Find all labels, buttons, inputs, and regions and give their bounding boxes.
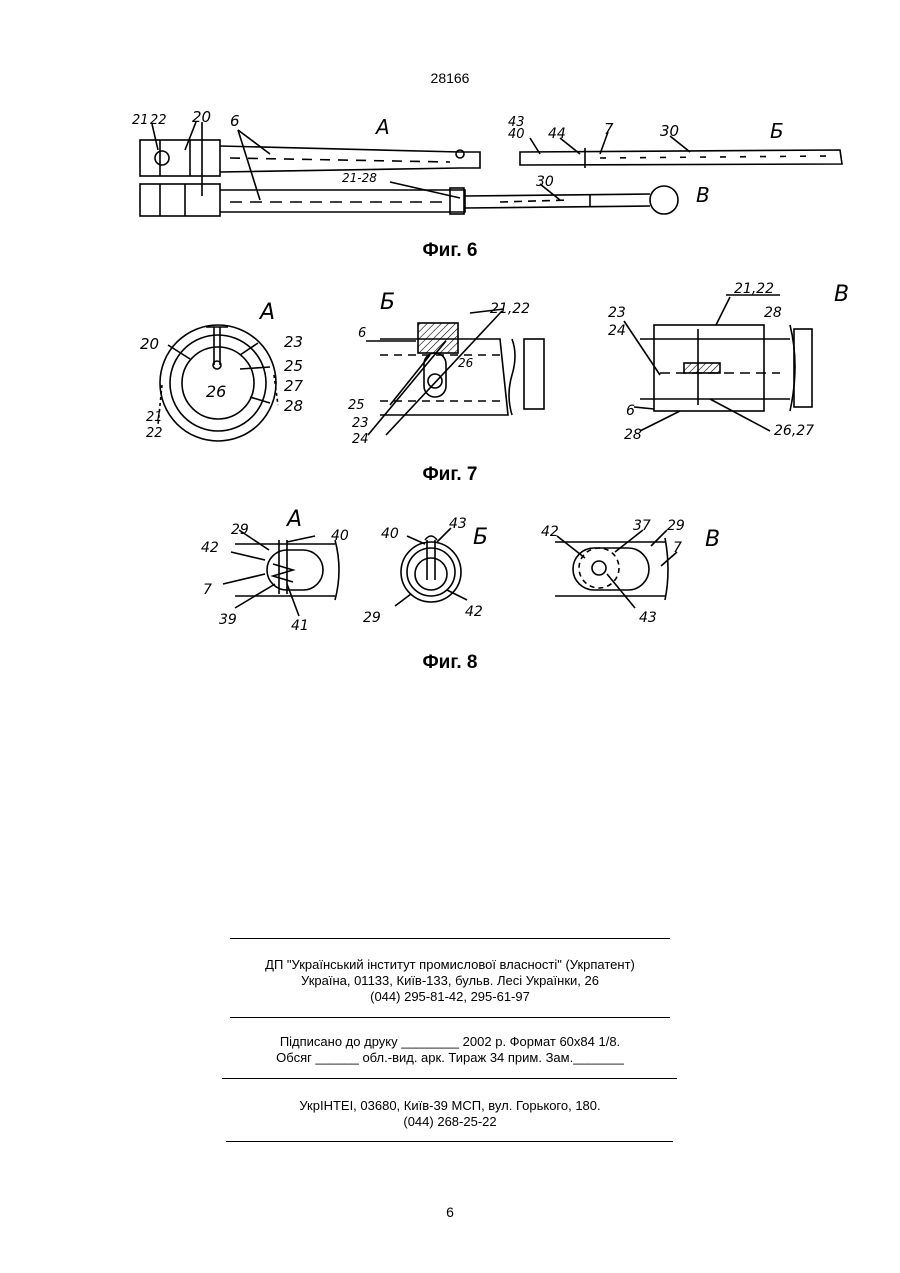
fig7-v-label-28-bottom: 28 xyxy=(624,427,642,443)
fig8-v-label-43: 43 xyxy=(639,610,657,626)
fig7-a-label-25: 25 xyxy=(284,357,303,375)
fig6-label-7: 7 xyxy=(604,120,614,138)
fig7-b-label-26: 26 xyxy=(458,356,474,370)
fig7-a-label-21: 21 xyxy=(146,410,163,425)
printer-block: УкрІНТЕІ, 03680, Київ-39 МСП, вул. Горьк… xyxy=(0,1098,900,1130)
figure-7-drawing: А 20 23 25 26 27 28 21 22 Б 6 21,22 26 2… xyxy=(140,285,860,450)
fig8-b-label-42: 42 xyxy=(465,604,483,620)
fig7-a-label-26: 26 xyxy=(206,382,226,401)
fig8-b-label-29: 29 xyxy=(363,610,381,626)
fig6-label-21-28: 21-28 xyxy=(342,171,377,185)
printer-address: УкрІНТЕІ, 03680, Київ-39 МСП, вул. Горьк… xyxy=(0,1098,900,1114)
fig7-v-label-23: 23 xyxy=(608,305,626,321)
imprint-rule-4 xyxy=(226,1141,673,1142)
fig7-a-label-20: 20 xyxy=(140,335,159,353)
figure-7-caption: Фиг. 7 xyxy=(0,464,900,486)
fig7-v-label-6: 6 xyxy=(626,403,635,419)
fig8-b-view: Б xyxy=(473,525,488,550)
print-volume-line: Обсяг ______ обл.-вид. арк. Тираж 34 при… xyxy=(0,1050,900,1066)
patent-number: 28166 xyxy=(0,70,900,86)
figure-8-caption: Фиг. 8 xyxy=(0,652,900,674)
fig8-v-view: В xyxy=(705,527,720,552)
figure-8-drawing: А 29 40 42 7 39 41 40 43 Б 29 42 42 37 2… xyxy=(195,500,735,630)
fig6-label-30-bottom: 30 xyxy=(536,174,554,190)
publisher-phone: (044) 295-81-42, 295-61-97 xyxy=(0,989,900,1005)
fig7-a-label-23: 23 xyxy=(284,333,303,351)
figure-6-drawing: 21 22 20 6 А 43 40 44 7 30 Б 21-28 30 В xyxy=(130,110,850,230)
print-details-block: Підписано до друку ________ 2002 р. Форм… xyxy=(0,1034,900,1066)
fig8-v-label-29: 29 xyxy=(667,518,685,534)
fig7-b-label-21-22: 21,22 xyxy=(490,301,530,317)
fig7-v-label-28-top: 28 xyxy=(764,305,782,321)
page-number: 6 xyxy=(0,1204,900,1220)
print-signed-line: Підписано до друку ________ 2002 р. Форм… xyxy=(0,1034,900,1050)
fig6-label-22: 22 xyxy=(150,113,167,128)
fig7-a-label-27: 27 xyxy=(284,377,304,395)
fig8-v-label-42: 42 xyxy=(541,524,559,540)
fig6-label-30-top: 30 xyxy=(660,122,679,140)
fig6-view-a: А xyxy=(374,115,390,139)
fig6-label-44: 44 xyxy=(548,126,566,142)
fig8-v-label-7: 7 xyxy=(673,540,682,556)
fig8-a-label-41: 41 xyxy=(291,618,309,634)
fig7-a-view: А xyxy=(258,300,275,325)
imprint-rule-1 xyxy=(230,938,670,939)
fig7-v-label-24: 24 xyxy=(608,323,626,339)
figure-6-caption: Фиг. 6 xyxy=(0,240,900,262)
fig8-b-label-40: 40 xyxy=(381,526,399,542)
fig7-v-label-26-27: 26,27 xyxy=(774,423,814,439)
fig7-b-label-6: 6 xyxy=(358,326,366,341)
fig6-view-b: Б xyxy=(770,119,784,143)
fig7-a-label-22: 22 xyxy=(146,426,163,441)
fig7-v-view: В xyxy=(834,282,849,307)
fig8-a-label-40: 40 xyxy=(331,528,349,544)
publisher-address: Україна, 01133, Київ-133, бульв. Лесі Ук… xyxy=(0,973,900,989)
fig7-b-view: Б xyxy=(380,290,395,315)
fig7-v-label-21-22: 21,22 xyxy=(734,281,774,297)
fig8-a-label-42: 42 xyxy=(201,540,219,556)
fig7-b-label-25: 25 xyxy=(348,398,365,413)
publisher-block: ДП "Український інститут промислової вла… xyxy=(0,957,900,1005)
fig6-label-6: 6 xyxy=(230,112,240,130)
fig7-b-label-24: 24 xyxy=(352,432,369,447)
publisher-name: ДП "Український інститут промислової вла… xyxy=(0,957,900,973)
fig8-a-view: А xyxy=(285,507,302,532)
fig6-label-20: 20 xyxy=(192,108,211,126)
fig6-view-v: В xyxy=(696,183,710,207)
fig6-label-21: 21 xyxy=(132,113,149,128)
fig7-b-label-23: 23 xyxy=(352,416,369,431)
fig8-a-label-29: 29 xyxy=(231,522,249,538)
printer-phone: (044) 268-25-22 xyxy=(0,1114,900,1130)
fig8-a-label-39: 39 xyxy=(219,612,237,628)
fig8-a-label-7: 7 xyxy=(203,582,212,598)
fig7-a-label-28: 28 xyxy=(284,397,303,415)
fig8-v-label-37: 37 xyxy=(633,518,651,534)
imprint-rule-3 xyxy=(222,1078,677,1079)
imprint-rule-2 xyxy=(230,1017,670,1018)
fig6-label-40: 40 xyxy=(508,127,525,142)
fig8-b-label-43: 43 xyxy=(449,516,467,532)
